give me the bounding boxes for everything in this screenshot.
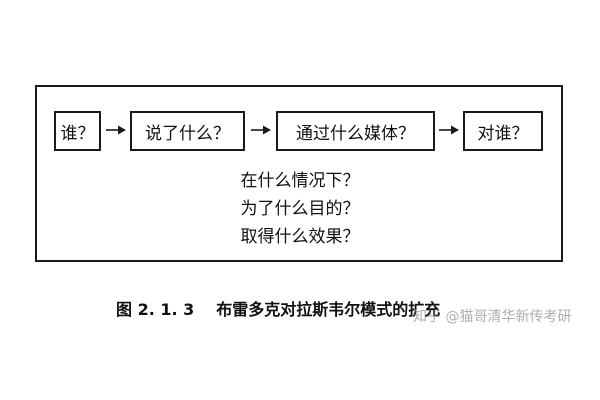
diagram-frame xyxy=(35,85,563,262)
channel-label: 通过什么媒体？ xyxy=(296,123,415,144)
who-box: 谁？ xyxy=(54,111,101,151)
to-whom-box: 对谁？ xyxy=(463,111,543,151)
question-purpose: 为了什么目的？ xyxy=(240,199,360,219)
who-label: 谁？ xyxy=(60,123,95,144)
arrow-right-icon xyxy=(105,123,127,137)
figure-caption: 图 2. 1. 3 布雷多克对拉斯韦尔模式的扩充 xyxy=(116,296,440,320)
arrow-right-icon xyxy=(250,123,272,137)
question-circumstance: 在什么情况下？ xyxy=(240,171,360,191)
figure-number: 图 2. 1. 3 xyxy=(116,300,195,319)
says-what-box: 说了什么？ xyxy=(130,111,245,151)
question-effect: 取得什么效果？ xyxy=(240,227,360,247)
arrow-right-icon xyxy=(438,123,460,137)
to-whom-label: 对谁？ xyxy=(477,123,529,144)
watermark: 知乎 @猫哥清华新传考研 xyxy=(413,309,572,325)
says-what-label: 说了什么？ xyxy=(145,123,230,144)
figure-title: 布雷多克对拉斯韦尔模式的扩充 xyxy=(216,300,441,319)
channel-box: 通过什么媒体？ xyxy=(276,111,435,151)
